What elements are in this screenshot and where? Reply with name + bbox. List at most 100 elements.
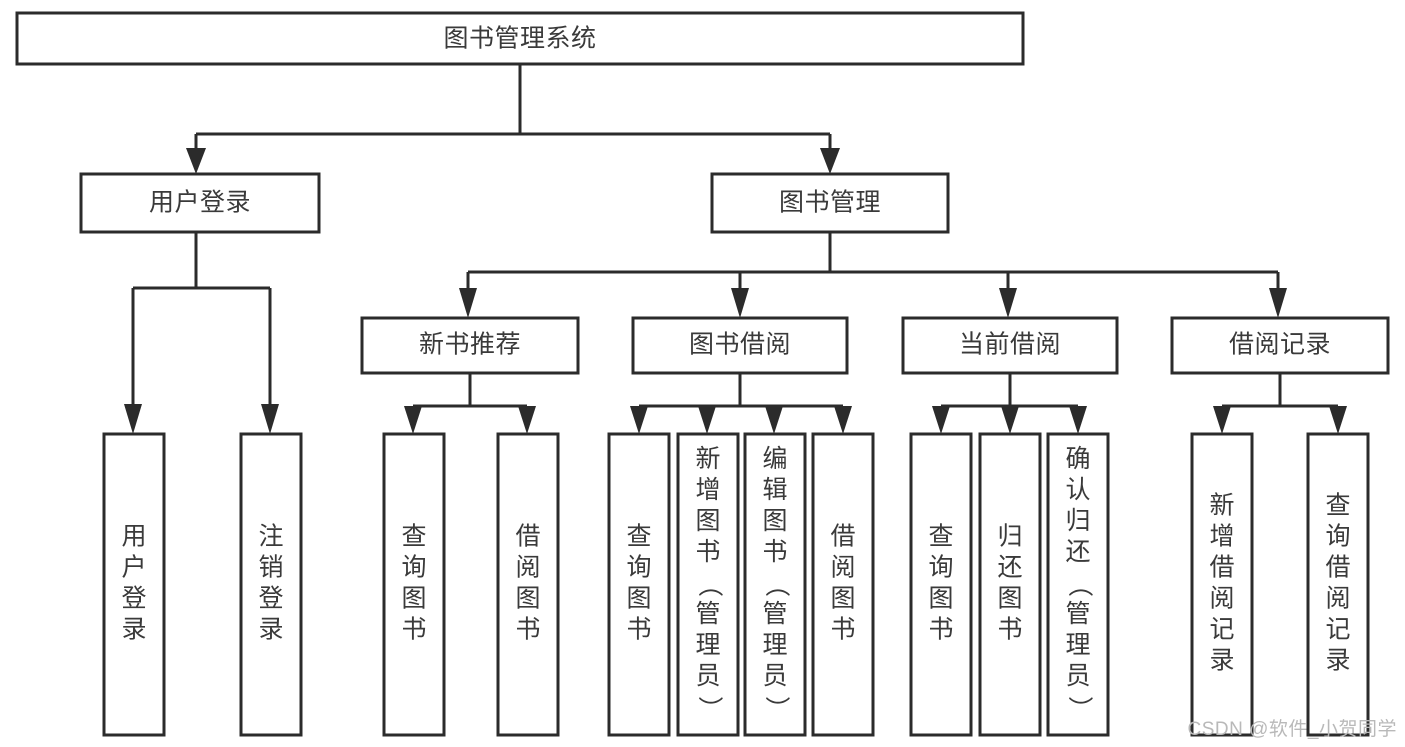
- svg-text:归: 归: [1065, 507, 1090, 535]
- svg-text:书: 书: [830, 616, 855, 644]
- svg-text:询: 询: [1325, 523, 1350, 551]
- node-book-management[interactable]: 图书管理: [710, 172, 950, 234]
- svg-text:记: 记: [1325, 616, 1350, 644]
- svg-text:询: 询: [626, 554, 651, 582]
- svg-text:确: 确: [1065, 445, 1090, 473]
- svg-text:阅: 阅: [1209, 585, 1234, 613]
- svg-text:图: 图: [997, 585, 1022, 613]
- svg-text:注: 注: [258, 523, 283, 551]
- leaf-query-borrow-record-box[interactable]: [1306, 432, 1370, 737]
- arrowhead-leaf-logout: [261, 404, 279, 434]
- leaf-user-login[interactable]: 用户登录: [102, 432, 166, 737]
- arrowhead-bookborrow-leaf-1: [630, 406, 648, 434]
- svg-text:查: 查: [928, 523, 953, 551]
- node-user-login-label: 用户登录: [149, 189, 251, 217]
- arrowhead-currentborrow-leaf-2: [1001, 406, 1019, 434]
- leaf-query-book-current-box[interactable]: [909, 432, 973, 737]
- node-book-borrow-label: 图书借阅: [689, 331, 791, 359]
- svg-text:书: 书: [762, 538, 787, 566]
- leaf-logout-box[interactable]: [239, 432, 303, 737]
- svg-text:用: 用: [121, 523, 146, 551]
- node-root[interactable]: 图书管理系统: [15, 11, 1025, 66]
- leaf-return-book-box[interactable]: [978, 432, 1042, 737]
- leaf-edit-book-admin-box[interactable]: [743, 432, 807, 737]
- svg-text:员: 员: [762, 662, 787, 690]
- svg-text:书: 书: [401, 616, 426, 644]
- arrowhead-user-login: [186, 148, 206, 174]
- node-book-management-label: 图书管理: [779, 189, 881, 217]
- leaf-borrow-book-box[interactable]: [811, 432, 875, 737]
- connectors-group: [124, 64, 1347, 434]
- svg-text:图: 图: [515, 585, 540, 613]
- node-borrow-record[interactable]: 借阅记录: [1170, 316, 1390, 375]
- svg-text:借: 借: [830, 523, 855, 551]
- svg-text:阅: 阅: [830, 554, 855, 582]
- leaf-confirm-return-admin-box[interactable]: [1046, 432, 1110, 737]
- node-book-borrow[interactable]: 图书借阅: [631, 316, 849, 375]
- svg-text:认: 认: [1065, 476, 1090, 504]
- arrowhead-book-borrow: [731, 288, 749, 318]
- svg-text:新: 新: [1209, 492, 1234, 520]
- arrowhead-currentborrow-leaf-1: [932, 406, 950, 434]
- node-current-borrow[interactable]: 当前借阅: [901, 316, 1119, 375]
- node-borrow-record-box[interactable]: [1170, 316, 1390, 375]
- node-new-book-recommend-box[interactable]: [360, 316, 580, 375]
- svg-text:登: 登: [121, 585, 146, 613]
- node-user-login-box[interactable]: [79, 172, 321, 234]
- svg-text:理: 理: [1065, 631, 1090, 659]
- svg-text:图: 图: [695, 507, 720, 535]
- arrowhead-current-borrow: [999, 288, 1017, 318]
- svg-text:）: ）: [695, 696, 723, 721]
- leaf-add-borrow-record-box[interactable]: [1190, 432, 1254, 737]
- svg-text:（: （: [762, 572, 790, 597]
- leaf-user-login-box[interactable]: [102, 432, 166, 737]
- leaf-query-book-newrec-box[interactable]: [382, 432, 446, 737]
- leaf-add-book-admin-box[interactable]: [676, 432, 740, 737]
- node-new-book-recommend-label: 新书推荐: [419, 331, 521, 359]
- svg-text:还: 还: [997, 554, 1022, 582]
- leaf-query-book-borrow-box[interactable]: [607, 432, 671, 737]
- svg-text:查: 查: [401, 523, 426, 551]
- leaf-borrow-book-newrec-box[interactable]: [496, 432, 560, 737]
- svg-text:理: 理: [762, 631, 787, 659]
- node-user-login[interactable]: 用户登录: [79, 172, 321, 234]
- svg-text:）: ）: [1065, 696, 1093, 721]
- svg-text:录: 录: [258, 616, 283, 644]
- arrowhead-bookborrow-leaf-3: [765, 406, 783, 434]
- node-root-box[interactable]: [15, 11, 1025, 66]
- arrowhead-currentborrow-leaf-3: [1069, 406, 1087, 434]
- node-new-book-recommend[interactable]: 新书推荐: [360, 316, 580, 375]
- arrowhead-new-book: [459, 288, 477, 318]
- node-book-management-box[interactable]: [710, 172, 950, 234]
- svg-text:登: 登: [258, 585, 283, 613]
- svg-text:阅: 阅: [515, 554, 540, 582]
- svg-text:）: ）: [762, 696, 790, 721]
- svg-text:新: 新: [695, 445, 720, 473]
- node-current-borrow-box[interactable]: [901, 316, 1119, 375]
- svg-text:增: 增: [695, 476, 720, 504]
- arrowhead-book-mgmt: [820, 148, 840, 174]
- svg-text:编: 编: [762, 445, 787, 473]
- arrowhead-bookborrow-leaf-4: [834, 406, 852, 434]
- node-book-borrow-box[interactable]: [631, 316, 849, 375]
